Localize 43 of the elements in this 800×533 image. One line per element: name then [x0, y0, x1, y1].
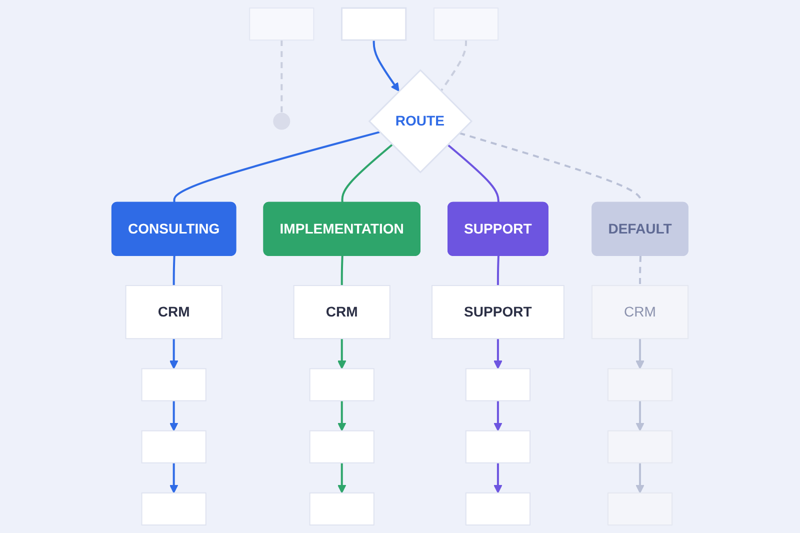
node-box: [607, 368, 673, 402]
connector: [496, 256, 500, 286]
arrow: [494, 338, 502, 370]
arrow: [169, 462, 178, 494]
node-box: [309, 368, 374, 402]
connector: [340, 256, 344, 286]
connector: [280, 40, 283, 114]
connector: [341, 144, 393, 203]
node-box: [141, 368, 206, 402]
connector: [639, 256, 642, 286]
arrow: [337, 338, 346, 370]
arrow: [494, 400, 502, 432]
node-box: [249, 8, 314, 41]
node-box: [309, 492, 374, 526]
node-box: [309, 430, 374, 464]
node-diamond: ROUTE: [368, 69, 473, 174]
arrow: [169, 400, 178, 432]
node-box: [433, 8, 499, 41]
connector: [173, 131, 380, 203]
connector: [172, 256, 176, 286]
arrow: [372, 40, 400, 92]
node-box: [607, 430, 673, 464]
arrow: [636, 400, 644, 432]
node-box: [607, 492, 673, 526]
node-box: [465, 492, 531, 526]
node-box: CRM: [125, 285, 222, 340]
connector: [446, 144, 500, 203]
node-box: CRM: [293, 285, 390, 340]
arrow: [494, 462, 502, 494]
node-circle: [273, 112, 290, 130]
node-box: CRM: [591, 285, 689, 340]
node-box: [465, 368, 531, 402]
arrow: [636, 338, 644, 370]
arrow: [337, 462, 346, 494]
connector: [440, 40, 467, 92]
arrow: [636, 462, 644, 494]
node-box: [141, 430, 206, 464]
arrow: [337, 400, 346, 432]
node-box: SUPPORT: [432, 285, 564, 340]
arrow: [169, 338, 178, 370]
node-box: [141, 492, 206, 526]
node-box: [341, 7, 407, 41]
node-box: [465, 430, 531, 464]
